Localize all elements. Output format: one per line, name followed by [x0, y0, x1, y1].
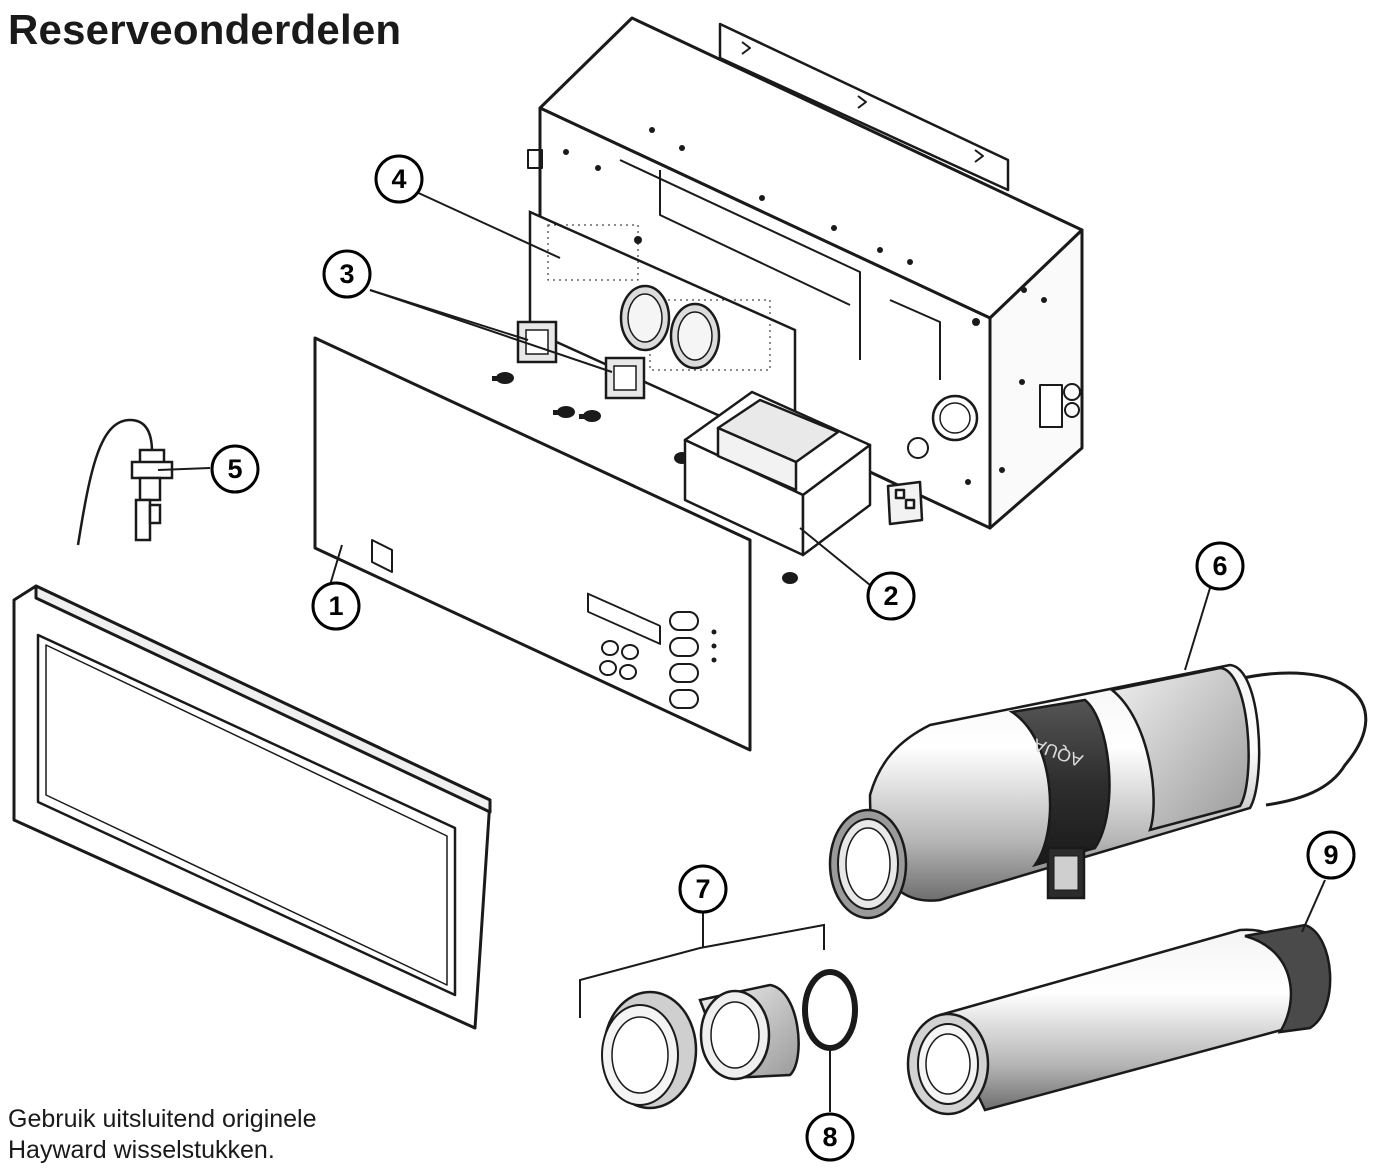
callout-8: 8: [805, 1112, 855, 1162]
svg-text:3: 3: [339, 259, 354, 289]
svg-text:5: 5: [227, 454, 242, 484]
front-plate: [313, 336, 752, 752]
pcb-board: [516, 210, 797, 452]
svg-text:2: 2: [883, 581, 898, 611]
svg-text:1: 1: [328, 591, 343, 621]
callout-2: 2: [866, 571, 916, 621]
svg-text:4: 4: [391, 164, 406, 194]
callout-4: 4: [374, 154, 424, 204]
footer-note: Gebruik uitsluitend originele Hayward wi…: [8, 1104, 317, 1166]
leader-lines: [157, 189, 1326, 1112]
svg-text:6: 6: [1212, 551, 1227, 581]
callout-9: 9: [1306, 830, 1356, 880]
flow-switch: [76, 418, 174, 546]
electrolytic-cell: AQUA: [828, 663, 1368, 920]
svg-text:9: 9: [1323, 840, 1338, 870]
callout-7: 7: [678, 864, 728, 914]
union-fitting: [601, 983, 800, 1110]
callout-5: 5: [210, 444, 260, 494]
electrode-tube: [906, 923, 1332, 1116]
front-cover: [12, 584, 492, 1030]
callout-6: 6: [1195, 541, 1245, 591]
o-ring: [802, 969, 858, 1051]
footer-line-2: Hayward wisselstukken.: [8, 1136, 275, 1164]
callout-1: 1: [311, 581, 361, 631]
footer-line-1: Gebruik uitsluitend originele: [8, 1105, 317, 1133]
page-title: Reserveonderdelen: [8, 6, 402, 53]
transformer: [683, 390, 924, 557]
svg-text:8: 8: [822, 1122, 837, 1152]
callout-3: 3: [322, 249, 372, 299]
svg-text:7: 7: [695, 874, 710, 904]
